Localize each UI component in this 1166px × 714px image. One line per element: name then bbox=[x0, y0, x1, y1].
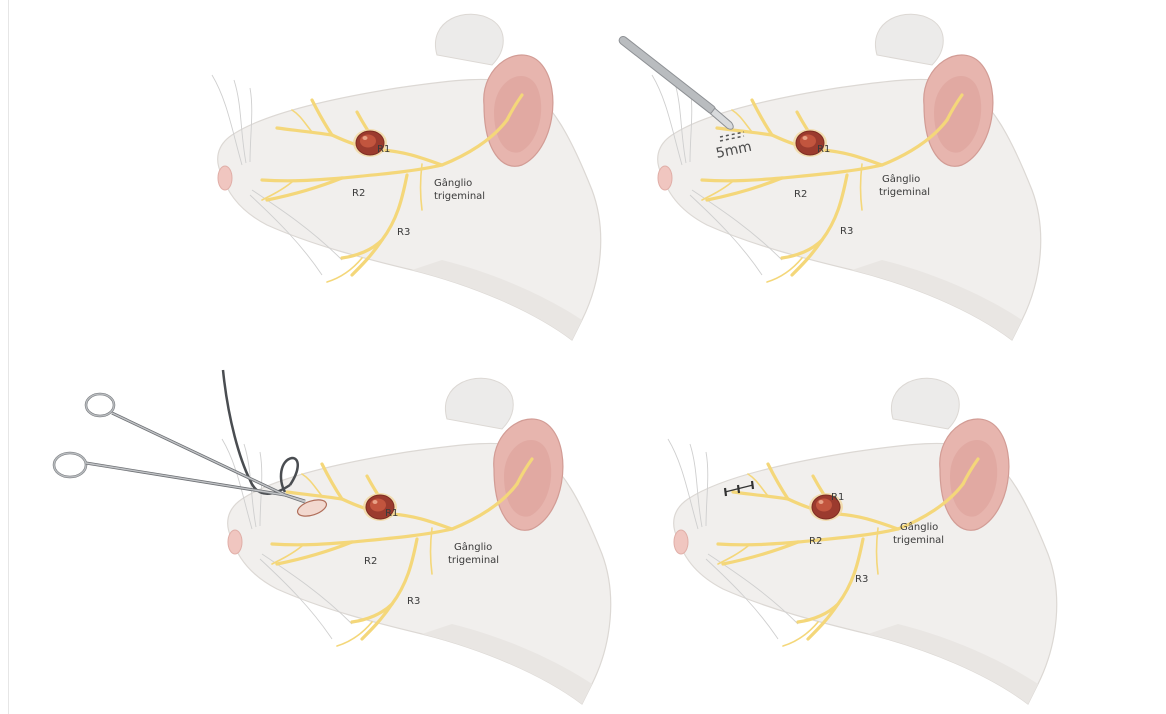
label-ganglion-2: trigeminal bbox=[879, 187, 930, 198]
label-ganglion-1: Gânglio bbox=[454, 541, 492, 553]
label-r1: R1 bbox=[385, 508, 398, 519]
rat-head-illustration bbox=[652, 14, 1041, 340]
label-ganglion-1: Gânglio bbox=[882, 173, 920, 185]
label-r3: R3 bbox=[397, 227, 410, 238]
label-ganglion-2: trigeminal bbox=[434, 191, 485, 202]
suture-thread-icon bbox=[223, 370, 298, 494]
label-r2: R2 bbox=[794, 189, 807, 200]
label-r2: R2 bbox=[364, 556, 377, 567]
label-ganglion-2: trigeminal bbox=[448, 555, 499, 566]
label-r1: R1 bbox=[377, 144, 390, 155]
label-ganglion-1: Gânglio bbox=[900, 521, 938, 533]
label-r2: R2 bbox=[352, 188, 365, 199]
label-r3: R3 bbox=[855, 574, 868, 585]
label-r2: R2 bbox=[809, 536, 822, 547]
rat-head-illustration bbox=[668, 378, 1057, 704]
label-r3: R3 bbox=[840, 226, 853, 237]
hemostat-forceps-icon bbox=[54, 394, 305, 502]
label-r1: R1 bbox=[817, 144, 830, 155]
panel-3: R1 R2 R3 Gânglio trigeminal bbox=[222, 378, 611, 704]
label-r3: R3 bbox=[407, 596, 420, 607]
panel-4: R1 R2 R3 Gânglio trigeminal bbox=[668, 378, 1057, 704]
rat-head-illustration bbox=[222, 378, 611, 704]
label-r1: R1 bbox=[831, 492, 844, 503]
panel-2: R1 R2 R3 Gânglio trigeminal 5mm bbox=[652, 14, 1041, 340]
label-ganglion-2: trigeminal bbox=[893, 535, 944, 546]
scalpel-icon bbox=[617, 35, 736, 131]
rat-head-illustration bbox=[212, 14, 601, 340]
label-ganglion-1: Gânglio bbox=[434, 177, 472, 189]
panel-1: R1 R2 R3 Gânglio trigeminal bbox=[212, 14, 601, 340]
